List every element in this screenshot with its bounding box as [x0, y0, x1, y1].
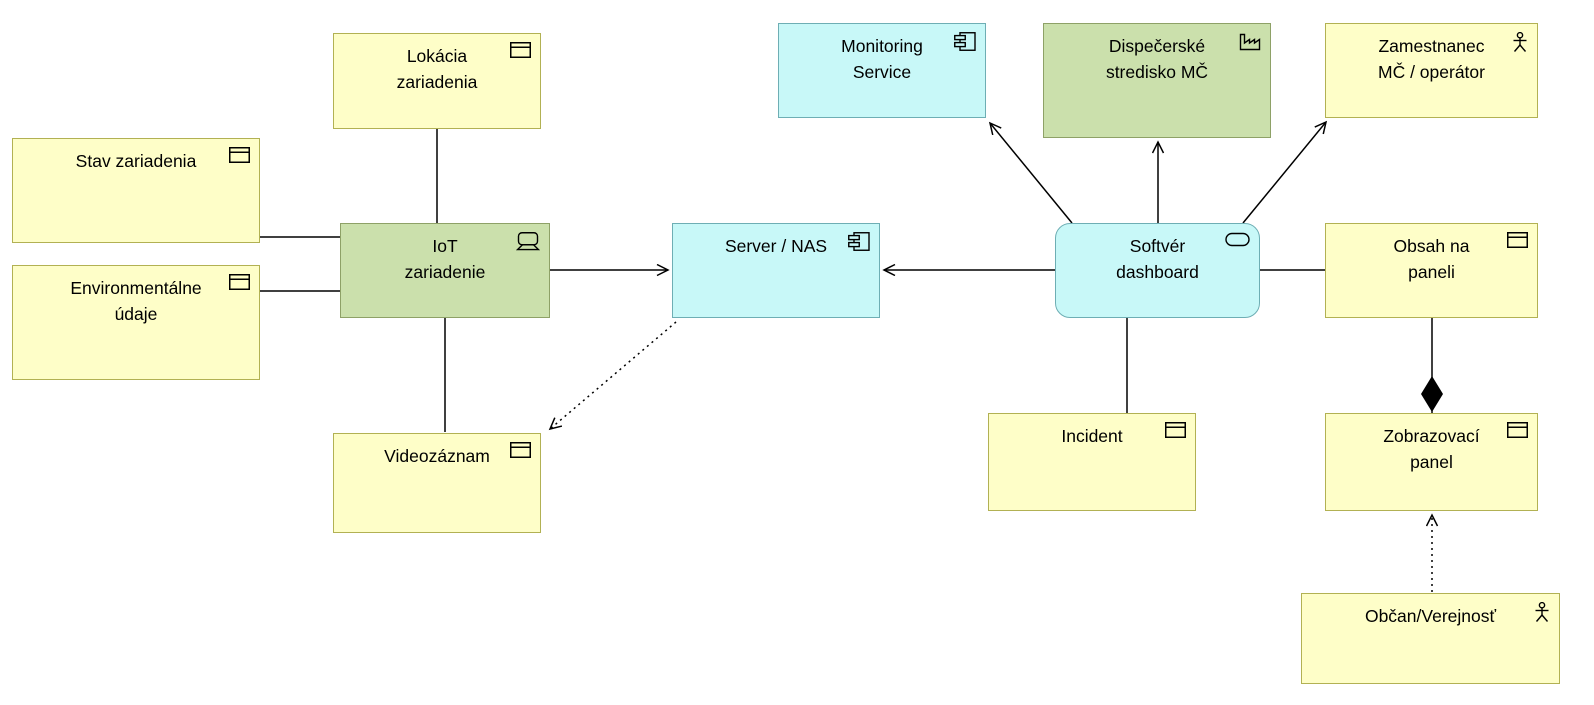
node-softver-dashboard[interactable]: Softvér dashboard — [1055, 223, 1260, 318]
node-obcan-verejnost[interactable]: Občan/Verejnosť — [1301, 593, 1560, 684]
application-service-icon — [1225, 232, 1250, 247]
node-iot-zariadenie[interactable]: IoT zariadenie — [340, 223, 550, 318]
component-icon — [848, 232, 870, 251]
node-label: IoT zariadenie — [404, 236, 486, 282]
node-label: Environmentálne údaje — [70, 278, 202, 324]
node-environmentalne-udaje[interactable]: Environmentálne údaje — [12, 265, 260, 380]
component-icon — [954, 32, 976, 51]
node-lokacia-zariadenia[interactable]: Lokácia zariadenia — [333, 33, 541, 129]
node-obsah-na-paneli[interactable]: Obsah na paneli — [1325, 223, 1538, 318]
node-label: Monitoring Service — [841, 36, 923, 82]
node-label: Lokácia zariadenia — [396, 46, 478, 92]
node-label: Dispečerské stredisko MČ — [1105, 36, 1209, 82]
node-dispecerske-stredisko[interactable]: Dispečerské stredisko MČ — [1043, 23, 1271, 138]
facility-icon — [1239, 32, 1261, 51]
composition-diamond — [1421, 376, 1443, 412]
edge-softver-monitoring — [990, 123, 1073, 224]
node-incident[interactable]: Incident — [988, 413, 1196, 511]
node-label: Občan/Verejnosť — [1364, 606, 1497, 626]
actor-icon — [1534, 602, 1550, 623]
node-stav-zariadenia[interactable]: Stav zariadenia — [12, 138, 260, 243]
node-label: Obsah na paneli — [1393, 236, 1470, 282]
device-icon — [516, 232, 540, 251]
node-label: Stav zariadenia — [75, 151, 197, 171]
node-label: Softvér dashboard — [1116, 236, 1199, 282]
node-label: Videozáznam — [384, 446, 490, 466]
business-object-icon — [1165, 422, 1186, 438]
edge-server-video-dashed — [550, 321, 677, 429]
node-label: Incident — [1061, 426, 1123, 446]
node-label: Server / NAS — [724, 236, 828, 256]
edge-softver-zamestnanec — [1242, 122, 1326, 224]
node-label: Zamestnanec MČ / operátor — [1378, 36, 1485, 82]
node-label: Zobrazovací panel — [1383, 426, 1480, 472]
business-object-icon — [510, 442, 531, 458]
node-server-nas[interactable]: Server / NAS — [672, 223, 880, 318]
node-monitoring-service[interactable]: Monitoring Service — [778, 23, 986, 118]
node-zobrazovaci-panel[interactable]: Zobrazovací panel — [1325, 413, 1538, 511]
business-object-icon — [229, 147, 250, 163]
business-object-icon — [229, 274, 250, 290]
business-object-icon — [1507, 232, 1528, 248]
node-zamestnanec-operator[interactable]: Zamestnanec MČ / operátor — [1325, 23, 1538, 118]
business-object-icon — [510, 42, 531, 58]
business-object-icon — [1507, 422, 1528, 438]
actor-icon — [1512, 32, 1528, 53]
node-videozaznam[interactable]: Videozáznam — [333, 433, 541, 533]
